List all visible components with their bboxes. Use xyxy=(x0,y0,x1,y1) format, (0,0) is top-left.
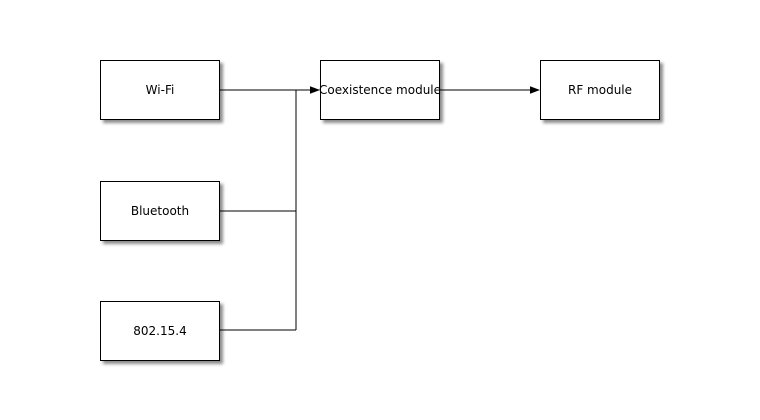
node-wifi-label: Wi-Fi xyxy=(145,83,175,97)
arrowhead-into-rf xyxy=(530,86,540,94)
node-802-15-4-label: 802.15.4 xyxy=(133,324,187,338)
arrowhead-into-coexistence xyxy=(310,86,320,94)
node-coexistence-module: Coexistence module xyxy=(318,60,442,120)
node-rf-module-label: RF module xyxy=(567,83,633,97)
node-rf-module: RF module xyxy=(540,60,660,120)
node-bluetooth-label: Bluetooth xyxy=(130,204,190,218)
node-coexistence-module-label: Coexistence module xyxy=(318,83,442,97)
node-802-15-4: 802.15.4 xyxy=(100,301,220,361)
node-wifi: Wi-Fi xyxy=(100,60,220,120)
node-bluetooth: Bluetooth xyxy=(100,181,220,241)
